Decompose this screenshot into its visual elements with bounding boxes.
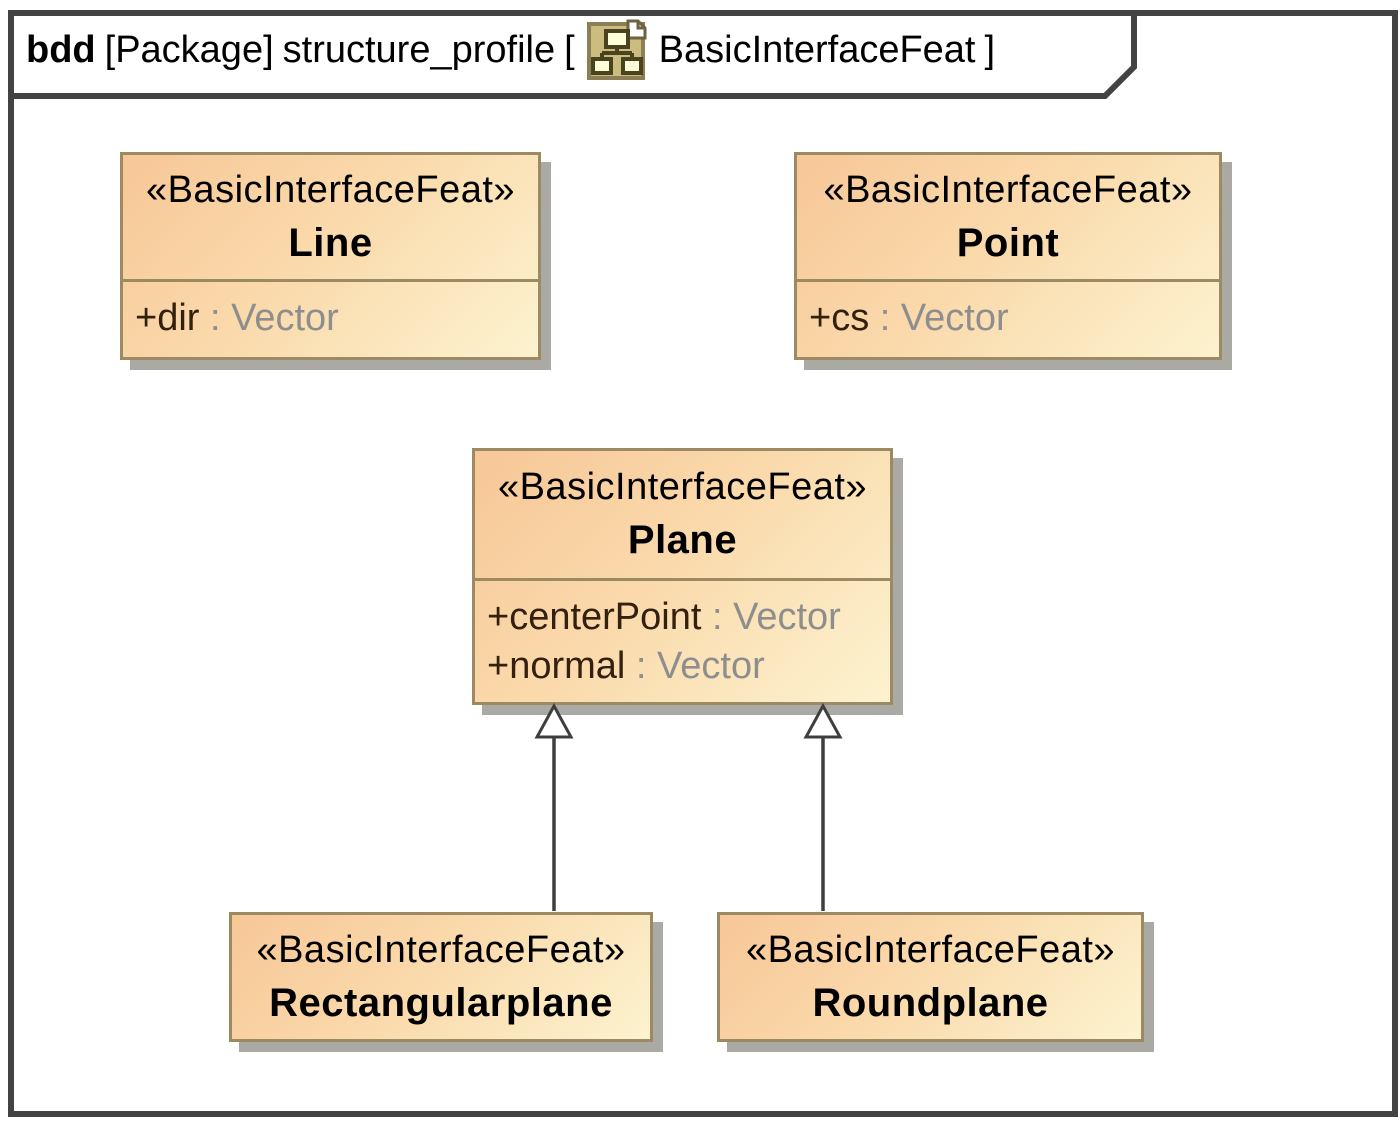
- class-name: Point: [956, 220, 1060, 265]
- class-box-point[interactable]: «BasicInterfaceFeat» Point +cs : Vector: [794, 152, 1222, 360]
- class-box-rectangularplane[interactable]: «BasicInterfaceFeat» Rectangularplane: [229, 912, 653, 1042]
- package-diagram-icon: [586, 19, 647, 80]
- attribute-name: +dir: [135, 296, 200, 339]
- class-box-plane[interactable]: «BasicInterfaceFeat» Plane +centerPoint …: [472, 448, 893, 705]
- diagram-name: BasicInterfaceFeat: [658, 28, 976, 71]
- class-header: «BasicInterfaceFeat» Line: [123, 155, 538, 279]
- attributes-compartment: +dir : Vector: [123, 279, 538, 354]
- attributes-compartment: +centerPoint : Vector +normal : Vector: [475, 578, 890, 702]
- attribute-type: : Vector: [701, 595, 841, 638]
- attributes-compartment: +cs : Vector: [797, 279, 1219, 354]
- class-header: «BasicInterfaceFeat» Roundplane: [720, 915, 1141, 1039]
- class-box-roundplane[interactable]: «BasicInterfaceFeat» Roundplane: [717, 912, 1144, 1042]
- attribute-row: +cs : Vector: [809, 294, 1219, 343]
- attribute-name: +normal: [487, 644, 626, 687]
- stereotype-label: «BasicInterfaceFeat»: [497, 466, 868, 508]
- class-header: «BasicInterfaceFeat» Rectangularplane: [232, 915, 650, 1039]
- stereotype-label: «BasicInterfaceFeat»: [823, 168, 1193, 211]
- attribute-row: +normal : Vector: [487, 642, 890, 691]
- open-bracket: [: [564, 28, 575, 71]
- class-box-line[interactable]: «BasicInterfaceFeat» Line +dir : Vector: [120, 152, 541, 360]
- stereotype-label: «BasicInterfaceFeat»: [256, 928, 626, 971]
- class-name: Plane: [627, 518, 738, 562]
- attribute-name: +cs: [809, 296, 870, 339]
- class-header: «BasicInterfaceFeat» Plane: [475, 451, 890, 578]
- frame-title: bdd [Package] structure_profile [ BasicI…: [8, 10, 1137, 90]
- attribute-name: +centerPoint: [487, 595, 702, 638]
- diagram-kind: [Package]: [104, 28, 274, 71]
- stereotype-label: «BasicInterfaceFeat»: [745, 928, 1116, 971]
- attribute-row: +centerPoint : Vector: [487, 593, 890, 642]
- diagram-keyword: bdd: [26, 28, 96, 71]
- close-bracket: ]: [984, 28, 996, 71]
- attribute-type: : Vector: [625, 644, 765, 687]
- attribute-row: +dir : Vector: [135, 294, 538, 343]
- attribute-type: : Vector: [869, 296, 1009, 339]
- attribute-type: : Vector: [199, 296, 339, 339]
- frame-title-tab: [8, 10, 1137, 99]
- class-name: Roundplane: [812, 980, 1049, 1025]
- class-header: «BasicInterfaceFeat» Point: [797, 155, 1219, 279]
- stereotype-label: «BasicInterfaceFeat»: [145, 168, 516, 211]
- class-name: Line: [288, 220, 373, 265]
- class-name: Rectangularplane: [269, 980, 613, 1025]
- package-name: structure_profile: [282, 28, 556, 71]
